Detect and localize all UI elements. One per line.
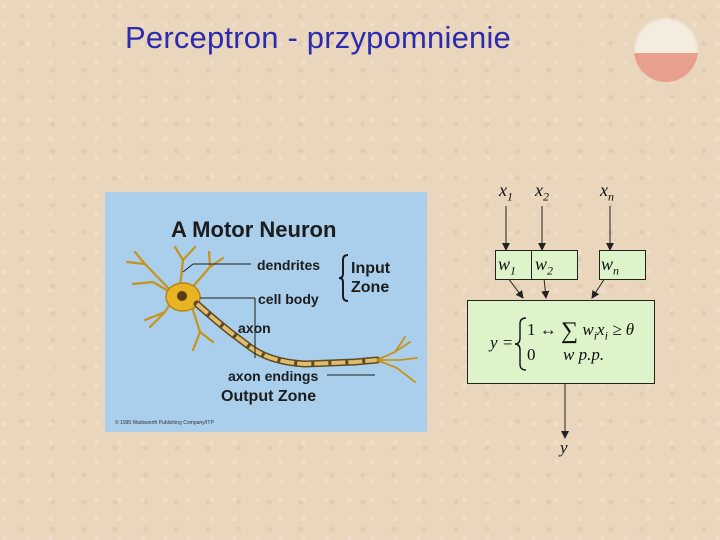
weight-w2: w2 [535, 254, 553, 279]
output-y: y [560, 438, 568, 458]
formula-case2-condition: w p.p. [563, 345, 604, 365]
formula-brace [514, 316, 528, 372]
input-xn: xn [600, 180, 614, 205]
formula-case1: 1 ↔ ∑ wixi ≥ θ [527, 318, 634, 345]
formula-lhs: y = [490, 333, 513, 353]
input-x2: x2 [535, 180, 549, 205]
input-x1: x1 [499, 180, 513, 205]
weight-w1: w1 [498, 254, 516, 279]
formula-case2-value: 0 [527, 345, 536, 365]
weight-wn: wn [601, 254, 619, 279]
